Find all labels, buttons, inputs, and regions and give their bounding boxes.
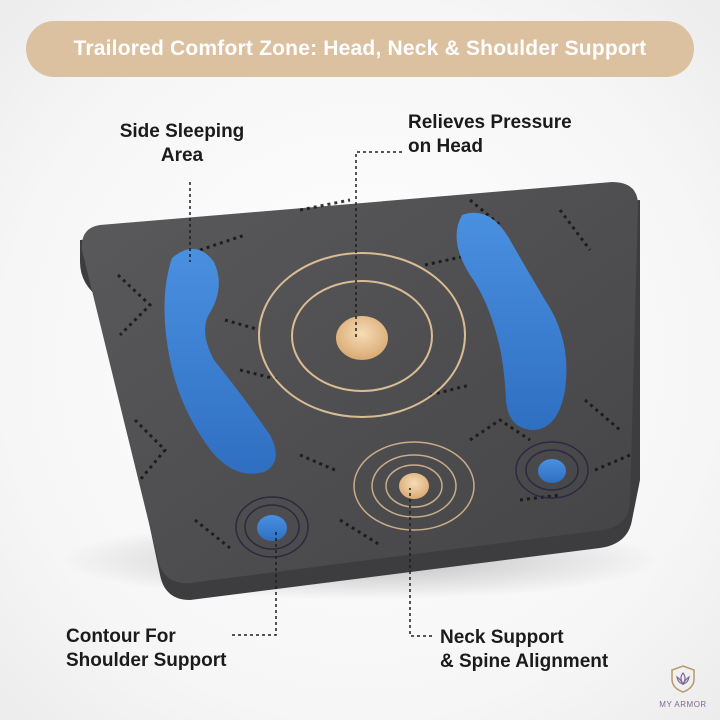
right-shoulder-rings — [515, 441, 589, 499]
callout-side-line2: Area — [160, 145, 204, 166]
left-shoulder-rings — [235, 496, 309, 558]
banner-title: Trailored Comfort Zone: Head, Neck & Sho… — [73, 37, 647, 60]
relieves-leader — [355, 151, 402, 338]
brand-logo: MY ARMOR — [650, 664, 716, 709]
neck-leader — [409, 488, 432, 637]
callout-contour-shoulder: Contour For Shoulder Support — [66, 625, 226, 673]
callout-relieves-line1: Relieves Pressure — [408, 112, 572, 133]
callout-contour-line2: Shoulder Support — [66, 650, 227, 671]
callout-relieves-line2: on Head — [408, 136, 483, 157]
head-center-dot — [336, 316, 388, 360]
brand-name: MY ARMOR — [659, 700, 707, 709]
callout-neck-line1: Neck Support — [440, 627, 564, 648]
callout-side-line1: Side Sleeping — [119, 121, 245, 142]
neck-rings — [353, 441, 475, 531]
neck-center-dot — [399, 473, 429, 499]
lotus-shield-icon — [671, 665, 695, 693]
callout-side-sleeping: Side Sleeping Area — [112, 120, 252, 168]
title-banner: Trailored Comfort Zone: Head, Neck & Sho… — [26, 21, 694, 77]
callout-neck-support: Neck Support & Spine Alignment — [440, 626, 608, 674]
callout-relieves-pressure: Relieves Pressure on Head — [408, 111, 572, 159]
head-rings — [258, 252, 466, 418]
right-gel-insert — [456, 212, 567, 430]
right-shoulder-dot — [538, 459, 566, 483]
left-shoulder-dot — [257, 515, 287, 541]
callout-contour-line1: Contour For — [66, 626, 176, 647]
left-gel-insert — [164, 248, 276, 474]
callout-neck-line2: & Spine Alignment — [440, 651, 609, 672]
contour-leader — [232, 530, 277, 636]
callout-lines — [189, 151, 432, 637]
